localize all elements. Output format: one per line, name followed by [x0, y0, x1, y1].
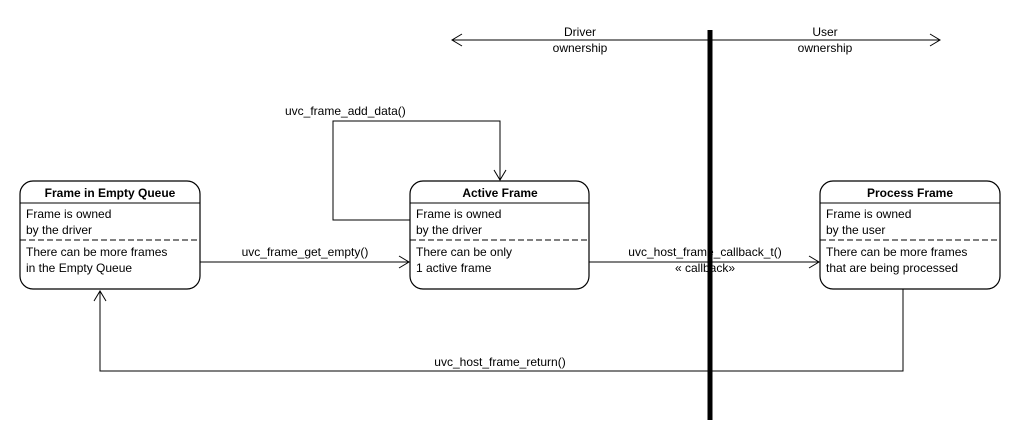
- state-note-line2: 1 active frame: [416, 261, 492, 275]
- driver-ownership-label-line1: Driver: [564, 25, 596, 39]
- state-title: Frame in Empty Queue: [45, 186, 176, 200]
- transition-return: uvc_host_frame_return(): [93, 289, 904, 372]
- callback-label: uvc_host_frame_callback_t(): [628, 245, 781, 259]
- get-empty-label: uvc_frame_get_empty(): [242, 245, 369, 259]
- ownership-axis: Driver ownership User ownership: [451, 25, 941, 55]
- transition-get-empty: uvc_frame_get_empty(): [200, 245, 410, 269]
- state-title: Active Frame: [462, 186, 538, 200]
- user-ownership-label-line2: ownership: [798, 41, 853, 55]
- state-note-line2: in the Empty Queue: [26, 261, 132, 275]
- left-arrowhead-icon: [451, 33, 463, 47]
- return-arrowhead-icon: [93, 290, 107, 302]
- add-data-label: uvc_frame_add_data(): [285, 104, 406, 118]
- state-owner-line2: by the user: [826, 223, 885, 237]
- state-process-frame: Process Frame Frame is owned by the user…: [819, 180, 1001, 290]
- callback-arrowhead-icon: [808, 255, 820, 269]
- state-note-line1: There can be more frames: [26, 245, 167, 259]
- state-title: Process Frame: [867, 186, 953, 200]
- transition-add-data: uvc_frame_add_data(): [285, 104, 507, 221]
- return-label: uvc_host_frame_return(): [434, 355, 565, 369]
- state-note-line1: There can be only: [416, 245, 512, 259]
- state-note-line2: that are being processed: [826, 261, 958, 275]
- state-owner-line1: Frame is owned: [26, 207, 111, 221]
- state-owner-line1: Frame is owned: [826, 207, 911, 221]
- state-owner-line1: Frame is owned: [416, 207, 501, 221]
- transition-callback: uvc_host_frame_callback_t() « callback»: [589, 245, 820, 275]
- driver-ownership-label-line2: ownership: [553, 41, 608, 55]
- add-data-arrowhead-icon: [493, 169, 507, 181]
- callback-stereotype-label: « callback»: [675, 261, 735, 275]
- state-active-frame: Active Frame Frame is owned by the drive…: [409, 180, 590, 290]
- user-ownership-label-line1: User: [812, 25, 837, 39]
- state-note-line1: There can be more frames: [826, 245, 967, 259]
- state-owner-line2: by the driver: [26, 223, 92, 237]
- right-arrowhead-icon: [929, 33, 941, 47]
- state-owner-line2: by the driver: [416, 223, 482, 237]
- state-frame-in-empty-queue: Frame in Empty Queue Frame is owned by t…: [19, 180, 201, 290]
- get-empty-arrowhead-icon: [398, 255, 410, 269]
